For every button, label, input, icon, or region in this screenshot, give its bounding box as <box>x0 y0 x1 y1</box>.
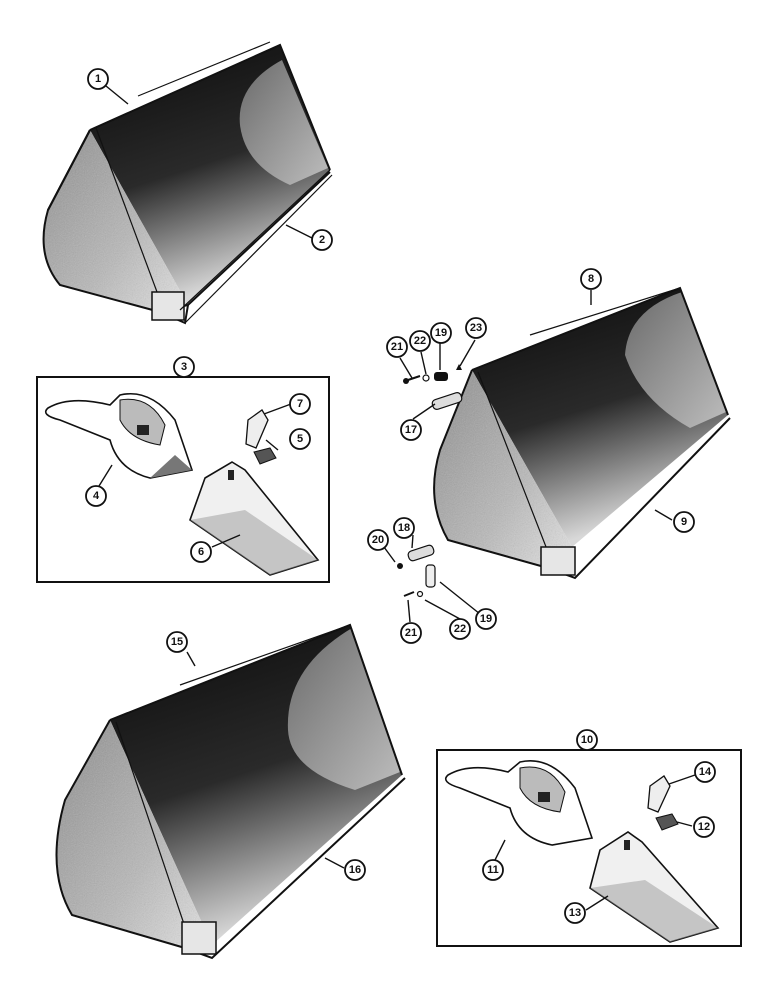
bucket-bottom-left <box>55 623 406 960</box>
callout-15: 15 <box>166 631 188 653</box>
callout-3-label: 3 <box>181 361 187 373</box>
callout-23-label: 23 <box>470 322 482 334</box>
callout-18-label: 18 <box>398 522 410 534</box>
hardware-lower <box>397 544 436 598</box>
callout-22-lower-label: 22 <box>454 623 466 635</box>
callout-7-label: 7 <box>297 398 303 410</box>
callout-5: 5 <box>289 428 311 450</box>
callout-18: 18 <box>393 517 415 539</box>
callout-19-lower-label: 19 <box>480 613 492 625</box>
callout-22-upper-label: 22 <box>414 335 426 347</box>
callout-3: 3 <box>173 356 195 378</box>
callout-17: 17 <box>400 419 422 441</box>
leader-lines <box>98 85 696 911</box>
callout-23: 23 <box>465 317 487 339</box>
tooth-set-box-left <box>36 376 330 583</box>
callout-12: 12 <box>693 816 715 838</box>
callout-8-label: 8 <box>588 273 594 285</box>
callout-22-lower: 22 <box>449 618 471 640</box>
callout-2-label: 2 <box>319 234 325 246</box>
callout-21-upper: 21 <box>386 336 408 358</box>
bucket-top-left <box>42 41 333 325</box>
callout-10-label: 10 <box>581 734 593 746</box>
callout-19-lower: 19 <box>475 608 497 630</box>
callout-19-upper: 19 <box>430 322 452 344</box>
callout-22-upper: 22 <box>409 330 431 352</box>
callout-14: 14 <box>694 761 716 783</box>
callout-5-label: 5 <box>297 433 303 445</box>
hardware-upper <box>403 364 463 410</box>
tooth-set-box-right <box>436 749 742 947</box>
callout-20-label: 20 <box>372 534 384 546</box>
callout-1: 1 <box>87 68 109 90</box>
callout-4-label: 4 <box>93 490 100 502</box>
callout-9: 9 <box>673 511 695 533</box>
callout-16-label: 16 <box>349 864 361 876</box>
bucket-right <box>433 286 731 580</box>
callout-6: 6 <box>190 541 212 563</box>
callout-6-label: 6 <box>198 546 204 558</box>
callout-10: 10 <box>576 729 598 751</box>
callout-4: 4 <box>85 485 107 507</box>
callout-2: 2 <box>311 229 333 251</box>
callout-20: 20 <box>367 529 389 551</box>
callout-8: 8 <box>580 268 602 290</box>
callout-17-label: 17 <box>405 424 417 436</box>
callout-13-label: 13 <box>569 907 581 919</box>
callout-7: 7 <box>289 393 311 415</box>
callout-13: 13 <box>564 902 586 924</box>
callout-21-upper-label: 21 <box>391 341 403 353</box>
callout-19-upper-label: 19 <box>435 327 447 339</box>
callout-15-label: 15 <box>171 636 183 648</box>
callout-16: 16 <box>344 859 366 881</box>
callout-14-label: 14 <box>699 766 712 778</box>
callout-12-label: 12 <box>698 821 710 833</box>
callout-11: 11 <box>482 859 504 881</box>
callout-11-label: 11 <box>487 864 499 876</box>
callout-1-label: 1 <box>95 73 101 85</box>
callout-21-lower-label: 21 <box>405 627 417 639</box>
callout-9-label: 9 <box>681 516 687 528</box>
callout-21-lower: 21 <box>400 622 422 644</box>
